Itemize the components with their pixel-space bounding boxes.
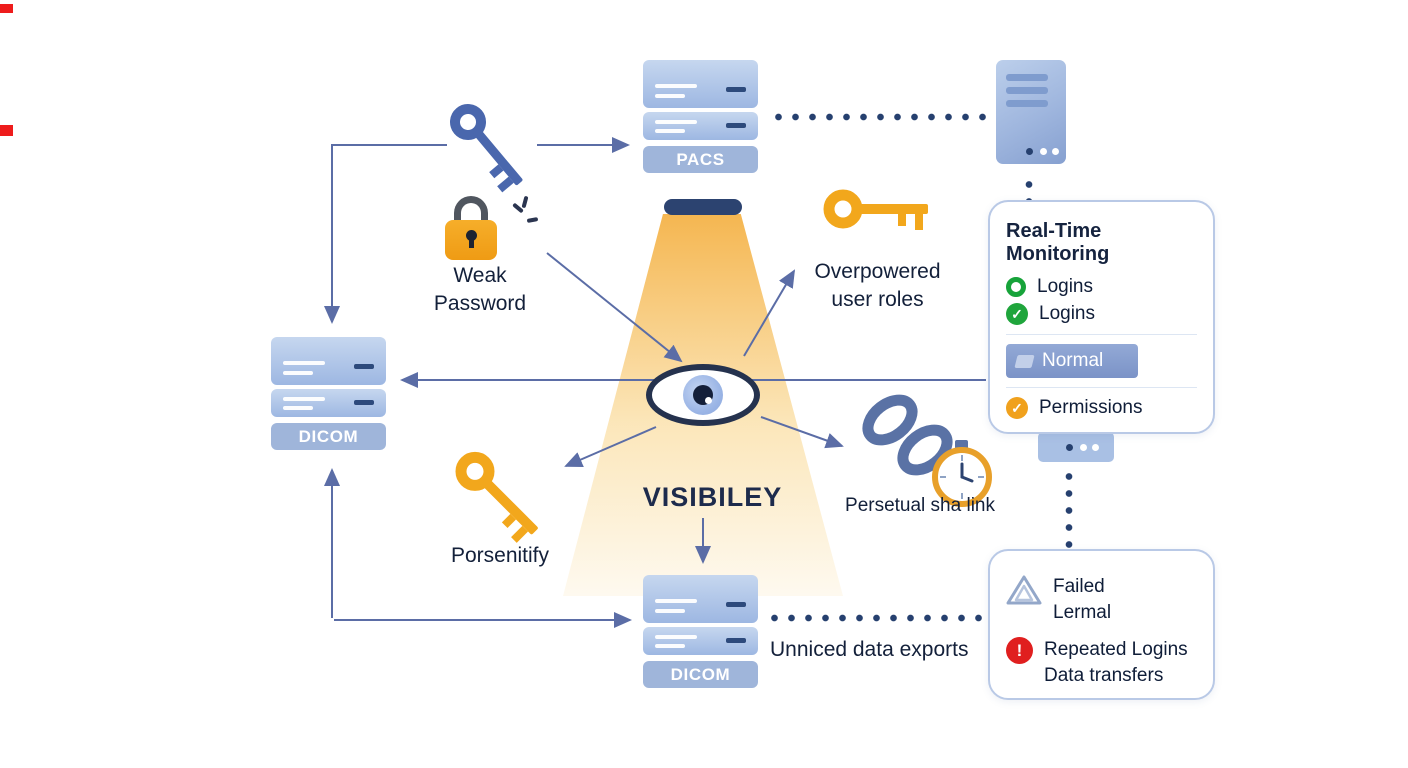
status-dot — [1052, 148, 1059, 155]
perpetual-link-label: Persetual sha link — [845, 495, 995, 516]
status-dot — [1026, 148, 1033, 155]
arrow-key-to-dicom-left — [324, 144, 447, 324]
tag-icon — [1014, 354, 1035, 368]
eye-pupil — [693, 385, 713, 405]
chain-timer-icon — [845, 390, 1005, 520]
server-dash — [354, 364, 374, 369]
orange-key-icon — [822, 186, 937, 241]
normal-button: Normal — [1006, 344, 1138, 378]
arrow-eye-to-key — [564, 426, 657, 467]
server-line — [655, 120, 697, 124]
overpowered-roles-label: Overpowered user roles — [814, 260, 941, 311]
status-dot — [1040, 148, 1047, 155]
dicom-bottom-label: DICOM — [643, 661, 758, 688]
status-dot — [1080, 444, 1087, 451]
blue-key-icon — [433, 93, 543, 210]
data-exports-label: Unniced data exports — [770, 638, 969, 661]
dicom-left-stack: DICOM — [271, 337, 386, 450]
divider — [1006, 387, 1197, 388]
server-unit — [643, 112, 758, 140]
pacs-label: PACS — [643, 146, 758, 173]
logins-row: Logins — [1006, 276, 1197, 298]
server-line — [655, 635, 697, 639]
padlock-body — [445, 220, 497, 260]
server-unit — [643, 627, 758, 655]
failed-row: Failed Lermal — [1006, 574, 1197, 625]
server-line — [655, 644, 685, 648]
padlock-icon — [445, 196, 497, 260]
eye-lid-icon — [664, 199, 742, 215]
keyhole-icon — [469, 239, 474, 248]
server-unit — [271, 337, 386, 385]
warning-triangle-icon — [1006, 575, 1042, 605]
server-line — [655, 129, 685, 133]
eye-glint — [705, 397, 712, 404]
server-line — [1006, 100, 1048, 107]
eye-iris — [683, 375, 723, 415]
eye-icon — [646, 364, 760, 426]
green-check-icon — [1006, 303, 1028, 325]
padlock-shackle — [454, 196, 488, 226]
red-edge-mark — [0, 4, 13, 13]
server-line — [283, 406, 313, 410]
dotted-link-tower-panel — [1024, 176, 1034, 204]
repeated-logins-row: Repeated Logins Data transfers — [1006, 637, 1197, 688]
alerts-panel: Failed Lermal Repeated Logins Data trans… — [988, 549, 1215, 700]
server-dash — [726, 638, 746, 643]
server-unit — [643, 575, 758, 623]
server-dash — [726, 123, 746, 128]
visibility-label: VISIBILEY — [642, 482, 783, 512]
arrow-eye-to-roles — [743, 269, 796, 357]
panel-title: Real-Time Monitoring — [1006, 220, 1110, 265]
mini-server — [1038, 432, 1114, 462]
server-line — [1006, 74, 1048, 81]
server-dash — [354, 400, 374, 405]
monitoring-panel: Real-Time Monitoring Logins Logins Norma… — [988, 200, 1215, 434]
divider — [1006, 334, 1197, 335]
green-ring-icon — [1006, 277, 1026, 297]
server-line — [1006, 87, 1048, 94]
server-unit — [271, 389, 386, 417]
weak-password-label: Weak Password — [433, 264, 527, 315]
dicom-left-label: DICOM — [271, 423, 386, 450]
server-dash — [726, 602, 746, 607]
arrow-eye-to-chain — [760, 416, 844, 449]
orange-check-icon — [1006, 397, 1028, 419]
red-edge-mark — [0, 125, 13, 136]
server-line — [655, 94, 685, 98]
server-line — [655, 84, 697, 88]
server-line — [283, 361, 325, 365]
monitor-tower — [996, 60, 1066, 164]
arrow-padlock-to-eye — [546, 252, 683, 363]
status-dot — [1092, 444, 1099, 451]
server-unit — [643, 60, 758, 108]
dicom-bottom-stack: DICOM — [643, 575, 758, 688]
server-line — [283, 371, 313, 375]
dotted-link-pacs-tower — [770, 112, 988, 122]
logins-row: Logins — [1006, 303, 1197, 325]
server-dash — [726, 87, 746, 92]
keyhole-icon — [466, 230, 477, 241]
server-line — [655, 599, 697, 603]
red-exclamation-icon — [1006, 637, 1033, 665]
status-dot — [1066, 444, 1073, 451]
orange-key-icon — [438, 440, 558, 560]
permissions-row: Permissions — [1006, 397, 1197, 419]
dotted-link-dicom-alerts — [766, 613, 988, 623]
server-line — [655, 609, 685, 613]
porsenitify-label: Porsenitify — [450, 544, 550, 567]
pacs-server-stack: PACS — [643, 60, 758, 173]
dotted-link-server-alerts — [1064, 468, 1074, 548]
server-line — [283, 397, 325, 401]
